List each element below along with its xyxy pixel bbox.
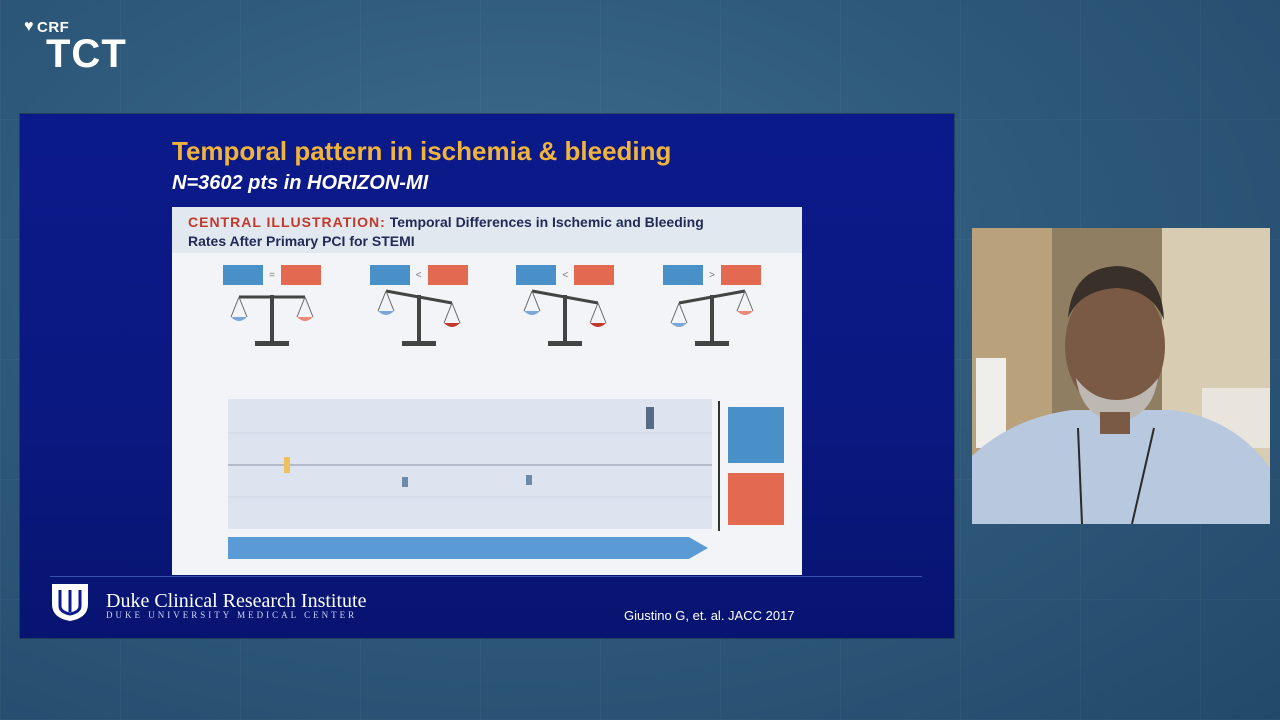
bleeding-box (720, 265, 761, 285)
balance-scale: > (652, 265, 772, 395)
figure-header-text-line2: Rates After Primary PCI for STEMI (188, 233, 415, 249)
speaker-webcam-video (972, 228, 1270, 524)
slide-title: Temporal pattern in ischemia & bleeding (172, 136, 672, 166)
figure-header: CENTRAL ILLUSTRATION: Temporal Differenc… (172, 207, 802, 253)
less-sign-icon: < (562, 269, 569, 281)
crf-mark: ♥ CRF (24, 18, 127, 36)
data-point (284, 457, 290, 473)
timeline-arrow (228, 537, 708, 559)
figure-header-text: Temporal Differences in Ischemic and Ble… (389, 214, 704, 230)
ischemic-box (223, 265, 264, 285)
scale-caption (505, 353, 625, 385)
balance-scale: < (505, 265, 625, 395)
balance-scale-icon (377, 289, 461, 346)
tct-logo: ♥ CRF TCT (24, 18, 127, 76)
crf-label: CRF (37, 18, 70, 36)
vertical-arrow (718, 401, 720, 531)
tct-label: TCT (46, 32, 127, 76)
bleeding-box (280, 265, 321, 285)
bleeding-legend-box (728, 473, 784, 525)
data-point (402, 477, 408, 487)
plot-canvas (228, 407, 712, 498)
data-point (526, 475, 532, 485)
balance-scale-icon (523, 289, 607, 346)
bleeding-box (574, 265, 615, 285)
data-point (646, 407, 654, 429)
central-illustration-figure: CENTRAL ILLUSTRATION: Temporal Differenc… (172, 207, 802, 575)
greater-sign-icon: > (709, 269, 715, 281)
equals-sign-icon: = (269, 269, 275, 281)
slide-subtitle: N=3602 pts in HORIZON-MI (172, 172, 429, 194)
institution-subtitle: DUKE UNIVERSITY MEDICAL CENTER (106, 610, 358, 620)
ischemic-legend-box (728, 407, 784, 463)
figure-header-prefix: CENTRAL ILLUSTRATION: (188, 214, 386, 230)
balance-scale: < (359, 265, 479, 395)
ischemic-box (369, 265, 410, 285)
scale-labels: = (223, 265, 321, 285)
citation: Giustino G, et. al. JACC 2017 (624, 608, 795, 623)
greater-sign-icon: < (415, 269, 422, 281)
ischemic-box (516, 265, 557, 285)
risk-difference-plot (228, 399, 712, 529)
slide-divider (50, 576, 922, 577)
balance-scales-row: = < (212, 265, 772, 395)
scale-caption (359, 353, 479, 385)
y-axis-label (180, 407, 198, 527)
scale-caption (212, 353, 332, 385)
scale-labels: < (369, 265, 468, 285)
bleeding-box (427, 265, 468, 285)
balance-scale-icon (230, 295, 314, 346)
institution-name: Duke Clinical Research Institute (106, 590, 367, 612)
heart-icon: ♥ (24, 18, 34, 35)
balance-scale-icon (670, 289, 754, 346)
ischemic-box (663, 265, 704, 285)
balance-scale: = (212, 265, 332, 395)
presentation-slide: Temporal pattern in ischemia & bleeding … (20, 114, 954, 638)
duke-shield-icon (52, 584, 88, 621)
scale-labels: > (663, 265, 761, 285)
speaker-person-icon (972, 228, 1270, 524)
scale-caption (652, 353, 772, 385)
scale-labels: < (516, 265, 615, 285)
